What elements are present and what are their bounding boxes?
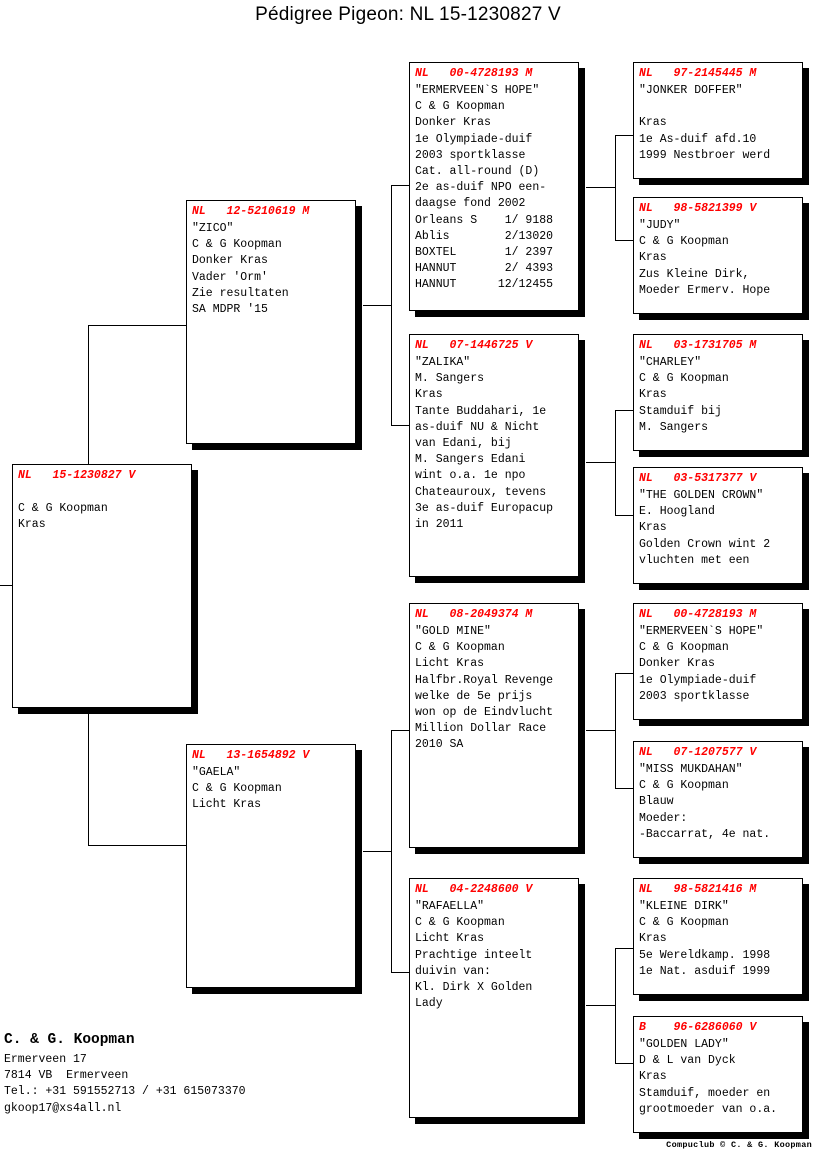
connector-ds-to-dam [615, 788, 633, 789]
connector-sd-stub [586, 462, 616, 463]
connector-sd-to-sire [615, 410, 633, 411]
pedigree-ring-number: B 96-6286060 V [639, 1021, 757, 1034]
pedigree-box-dam-dam-sire[interactable]: NL 98-5821416 M "KLEINE DIRK" C & G Koop… [633, 878, 803, 995]
pedigree-details: "KLEINE DIRK" C & G Koopman Kras 5e Were… [639, 900, 771, 978]
pedigree-details: "ZICO" C & G Koopman Donker Kras Vader '… [192, 222, 289, 317]
pedigree-ring-number: NL 03-1731705 M [639, 339, 757, 352]
connector-ss-to-dam [615, 240, 633, 241]
pedigree-box-sire-sire[interactable]: NL 00-4728193 M "ERMERVEEN`S HOPE" C & G… [409, 62, 579, 311]
owner-address: Ermerveen 17 7814 VB Ermerveen Tel.: +31… [4, 1053, 246, 1115]
connector-dam-stub [363, 851, 392, 852]
pedigree-details: C & G Koopman Kras [18, 502, 108, 532]
connector-dam-to-dd [391, 972, 410, 973]
pedigree-ring-number: NL 15-1230827 V [18, 469, 136, 482]
owner-name: C. & G. Koopman [4, 1032, 135, 1048]
connector-subject-stub [0, 585, 14, 586]
pedigree-box-dam-sire-sire[interactable]: NL 00-4728193 M "ERMERVEEN`S HOPE" C & G… [633, 603, 803, 720]
connector-dd-to-sire [615, 948, 633, 949]
pedigree-box-sire-dam[interactable]: NL 07-1446725 V "ZALIKA" M. Sangers Kras… [409, 334, 579, 577]
pedigree-box-sire-sire-sire[interactable]: NL 97-2145445 M "JONKER DOFFER" Kras 1e … [633, 62, 803, 179]
owner-block: C. & G. Koopman Ermerveen 17 7814 VB Erm… [4, 1030, 334, 1117]
connector-sire-to-ss [391, 185, 410, 186]
pedigree-ring-number: NL 00-4728193 M [415, 67, 533, 80]
pedigree-box-dam[interactable]: NL 13-1654892 V "GAELA" C & G Koopman Li… [186, 744, 356, 988]
pedigree-details: "ERMERVEEN`S HOPE" C & G Koopman Donker … [639, 625, 764, 703]
pedigree-details: "MISS MUKDAHAN" C & G Koopman Blauw Moed… [639, 763, 771, 841]
credit-line: Compuclub © C. & G. Koopman [666, 1140, 812, 1150]
connector-ss-stub [586, 187, 616, 188]
connector-dd-stub [586, 1005, 616, 1006]
pedigree-details: "GAELA" C & G Koopman Licht Kras [192, 766, 282, 812]
pedigree-details: "JUDY" C & G Koopman Kras Zus Kleine Dir… [639, 219, 771, 297]
connector-sire-stub [363, 305, 392, 306]
pedigree-details: "ERMERVEEN`S HOPE" C & G Koopman Donker … [415, 84, 554, 292]
pedigree-ring-number: NL 12-5210619 M [192, 205, 310, 218]
pedigree-box-sire[interactable]: NL 12-5210619 M "ZICO" C & G Koopman Don… [186, 200, 356, 444]
connector-sire-to-sd [391, 425, 410, 426]
pedigree-ring-number: NL 98-5821416 M [639, 883, 757, 896]
connector-subject-to-sire [88, 325, 188, 326]
pedigree-details: "ZALIKA" M. Sangers Kras Tante Buddahari… [415, 356, 554, 532]
connector-ds-to-sire [615, 673, 633, 674]
pedigree-details: "RAFAELLA" C & G Koopman Licht Kras Prac… [415, 900, 533, 1011]
pedigree-box-subject[interactable]: NL 15-1230827 V C & G Koopman Kras [12, 464, 192, 708]
pedigree-ring-number: NL 07-1446725 V [415, 339, 533, 352]
pedigree-ring-number: NL 98-5821399 V [639, 202, 757, 215]
connector-dd-to-dam [615, 1063, 633, 1064]
pedigree-box-sire-sire-dam[interactable]: NL 98-5821399 V "JUDY" C & G Koopman Kra… [633, 197, 803, 314]
pedigree-ring-number: NL 97-2145445 M [639, 67, 757, 80]
pedigree-box-sire-dam-dam[interactable]: NL 03-5317377 V "THE GOLDEN CROWN" E. Ho… [633, 467, 803, 584]
pedigree-box-dam-sire[interactable]: NL 08-2049374 M "GOLD MINE" C & G Koopma… [409, 603, 579, 848]
pedigree-box-dam-dam[interactable]: NL 04-2248600 V "RAFAELLA" C & G Koopman… [409, 878, 579, 1118]
connector-sd-to-dam [615, 515, 633, 516]
pedigree-details: "GOLDEN LADY" D & L van Dyck Kras Stamdu… [639, 1038, 778, 1116]
pedigree-details: "JONKER DOFFER" Kras 1e As-duif afd.10 1… [639, 84, 771, 162]
pedigree-details: "GOLD MINE" C & G Koopman Licht Kras Hal… [415, 625, 554, 752]
pedigree-ring-number: NL 08-2049374 M [415, 608, 533, 621]
page-title: Pédigree Pigeon: NL 15-1230827 V [255, 4, 561, 25]
connector-dam-to-ds [391, 730, 410, 731]
pedigree-ring-number: NL 03-5317377 V [639, 472, 757, 485]
pedigree-ring-number: NL 13-1654892 V [192, 749, 310, 762]
pedigree-ring-number: NL 07-1207577 V [639, 746, 757, 759]
pedigree-ring-number: NL 00-4728193 M [639, 608, 757, 621]
pedigree-ring-number: NL 04-2248600 V [415, 883, 533, 896]
pedigree-box-dam-dam-dam[interactable]: B 96-6286060 V "GOLDEN LADY" D & L van D… [633, 1016, 803, 1133]
connector-subject-to-dam [88, 845, 188, 846]
connector-ds-stub [586, 730, 616, 731]
connector-ss-to-sire [615, 135, 633, 136]
pedigree-details: "CHARLEY" C & G Koopman Kras Stamduif bi… [639, 356, 729, 434]
pedigree-details: "THE GOLDEN CROWN" E. Hoogland Kras Gold… [639, 489, 771, 567]
pedigree-box-dam-sire-dam[interactable]: NL 07-1207577 V "MISS MUKDAHAN" C & G Ko… [633, 741, 803, 858]
pedigree-box-sire-dam-sire[interactable]: NL 03-1731705 M "CHARLEY" C & G Koopman … [633, 334, 803, 451]
